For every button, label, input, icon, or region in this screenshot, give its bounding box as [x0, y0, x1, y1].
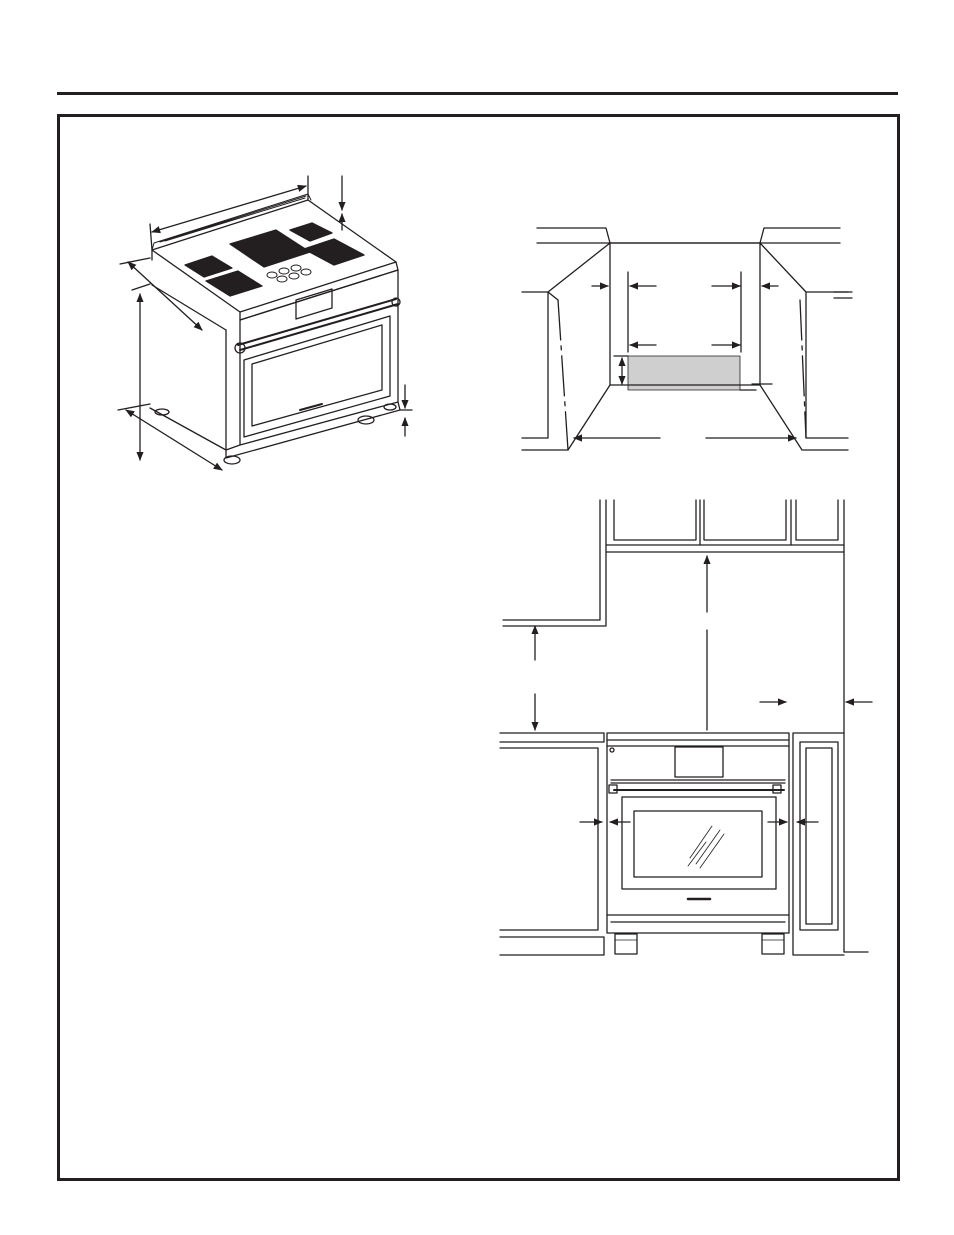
upper-cabinet-line: [537, 228, 840, 243]
oven-door-front: [622, 797, 776, 889]
range-bottom: [607, 915, 789, 922]
range-top-trim: [607, 740, 789, 746]
depth-extension-bottom: [118, 404, 150, 410]
handle-end-right: [392, 298, 400, 306]
front-elevation-figure: [500, 500, 872, 955]
element-center: [230, 230, 310, 267]
foot-front-left: [615, 934, 637, 954]
foot-front-right: [762, 934, 784, 954]
upper-door-3: [796, 500, 838, 540]
right-edge-marks: [834, 292, 852, 298]
right-cabinet-face: [800, 300, 806, 438]
control-panel-line: [611, 780, 785, 783]
floor-mark: [740, 384, 772, 390]
left-counter: [500, 733, 604, 955]
depth-extension-top: [120, 258, 150, 264]
upper-cabinet-left-wall: [503, 500, 606, 626]
range-body: [607, 733, 789, 933]
upper-divider-1: [700, 500, 791, 545]
range-perspective-figure: [118, 176, 412, 470]
oven-handle: [238, 299, 398, 350]
glass-reflection: [688, 826, 724, 868]
range-indicator: [610, 748, 614, 752]
cutout-figure: [522, 228, 852, 450]
element-right-rear: [290, 223, 332, 241]
control-knobs: [267, 265, 311, 282]
handle-post-right: [773, 785, 781, 793]
element-left-rear: [185, 256, 232, 277]
range-base: [150, 402, 400, 458]
oven-door: [244, 316, 390, 437]
range-front-panel: [226, 270, 398, 450]
outlet-zone: [628, 356, 740, 390]
height-top-extension: [132, 284, 150, 290]
oven-window-front: [634, 811, 762, 877]
oven-window: [252, 325, 382, 426]
header-rule: [57, 92, 898, 95]
left-cabinet-face: [558, 300, 568, 450]
door-badge: [300, 404, 322, 410]
foot-left-front: [224, 456, 240, 464]
handle-end-left: [235, 343, 245, 353]
control-panel-window: [675, 747, 723, 777]
display-window: [296, 289, 332, 319]
element-left-front: [206, 271, 262, 296]
foot-right-rear: [384, 404, 396, 410]
left-cabinet: [522, 243, 610, 450]
element-right-front: [304, 239, 364, 265]
depth-dimension-top: [127, 262, 203, 330]
right-counter: [793, 733, 844, 955]
right-cabinet: [760, 243, 848, 450]
upper-cabinet-right-bottom: [606, 545, 844, 552]
content-frame: [57, 114, 900, 1181]
handle-post-left: [609, 785, 617, 793]
width-extension-left: [150, 224, 152, 250]
upper-door-1: [614, 500, 696, 540]
foot-right-front: [358, 416, 374, 424]
upper-door-2: [704, 500, 786, 540]
depth-dimension-bottom: [125, 410, 223, 470]
width-dimension: [151, 184, 307, 234]
